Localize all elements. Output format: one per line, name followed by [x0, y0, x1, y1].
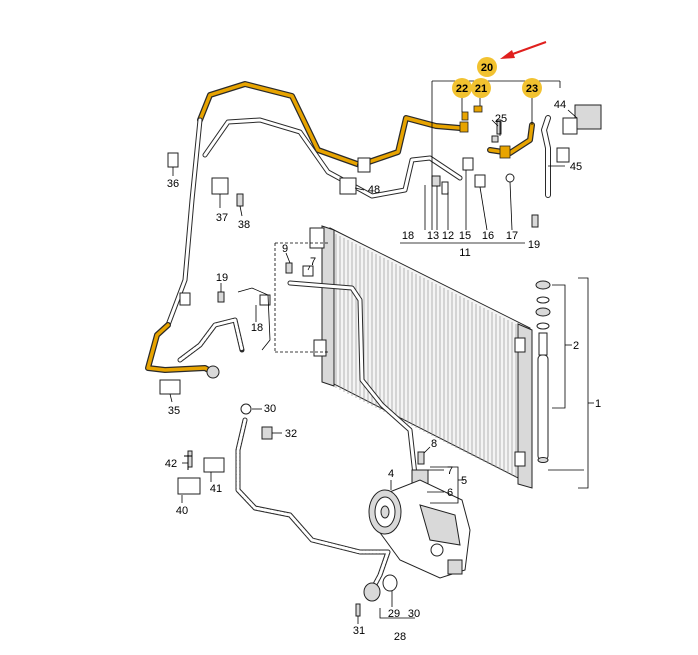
- label-13: 13: [427, 230, 439, 242]
- marker-20: [477, 57, 497, 77]
- label-30-bottom: 30: [408, 608, 420, 620]
- marker-23: [522, 78, 542, 98]
- label-11: 11: [459, 247, 470, 259]
- label-8: 8: [431, 438, 437, 450]
- label-1: 1: [595, 398, 601, 410]
- label-5: 5: [461, 475, 467, 487]
- label-48: 48: [368, 184, 380, 196]
- label-40: 40: [176, 505, 188, 517]
- label-7-top: 7: [310, 256, 316, 268]
- expansion-valve: [574, 104, 602, 130]
- label-41: 41: [210, 483, 222, 495]
- label-18-left: 18: [251, 322, 263, 334]
- label-21: 21: [475, 83, 487, 95]
- leader-lines: [169, 80, 594, 624]
- label-35: 35: [168, 405, 180, 417]
- indicator-arrow: [500, 41, 547, 59]
- label-12: 12: [442, 230, 454, 242]
- label-23: 23: [526, 83, 538, 95]
- label-32: 32: [285, 428, 297, 440]
- label-6: 6: [447, 487, 453, 499]
- condenser-bracket-top: [309, 227, 325, 249]
- highlight-markers: [452, 57, 542, 98]
- label-18-top: 18: [402, 230, 414, 242]
- receiver-drier: [535, 280, 551, 463]
- label-28: 28: [394, 631, 406, 643]
- pipe-nut: [206, 365, 220, 379]
- label-16: 16: [482, 230, 494, 242]
- label-42: 42: [165, 458, 177, 470]
- label-19-left: 19: [216, 272, 228, 284]
- marker-21: [471, 78, 491, 98]
- label-15: 15: [459, 230, 471, 242]
- label-25: 25: [495, 113, 507, 125]
- label-19-top: 19: [528, 239, 540, 251]
- label-20: 20: [481, 62, 493, 74]
- label-7-bottom: 7: [447, 465, 453, 477]
- label-36: 36: [167, 178, 179, 190]
- condenser-bracket-bottom: [313, 339, 327, 357]
- marker-22: [452, 78, 472, 98]
- condenser-fins: [335, 234, 525, 482]
- label-4: 4: [388, 468, 394, 480]
- label-37: 37: [216, 212, 228, 224]
- label-30-top: 30: [264, 403, 276, 415]
- condenser: [309, 225, 533, 489]
- label-22: 22: [456, 83, 468, 95]
- label-29: 29: [388, 608, 400, 620]
- part-labels: 20 22 21 23 44 25 45 48 36 37 38 18 13 1…: [165, 62, 601, 643]
- label-2: 2: [573, 340, 579, 352]
- ac-compressor: [368, 479, 471, 579]
- label-45: 45: [570, 161, 582, 173]
- label-9: 9: [282, 243, 288, 255]
- label-31: 31: [353, 625, 365, 637]
- label-44: 44: [554, 99, 566, 111]
- label-17: 17: [506, 230, 518, 242]
- label-38: 38: [238, 219, 250, 231]
